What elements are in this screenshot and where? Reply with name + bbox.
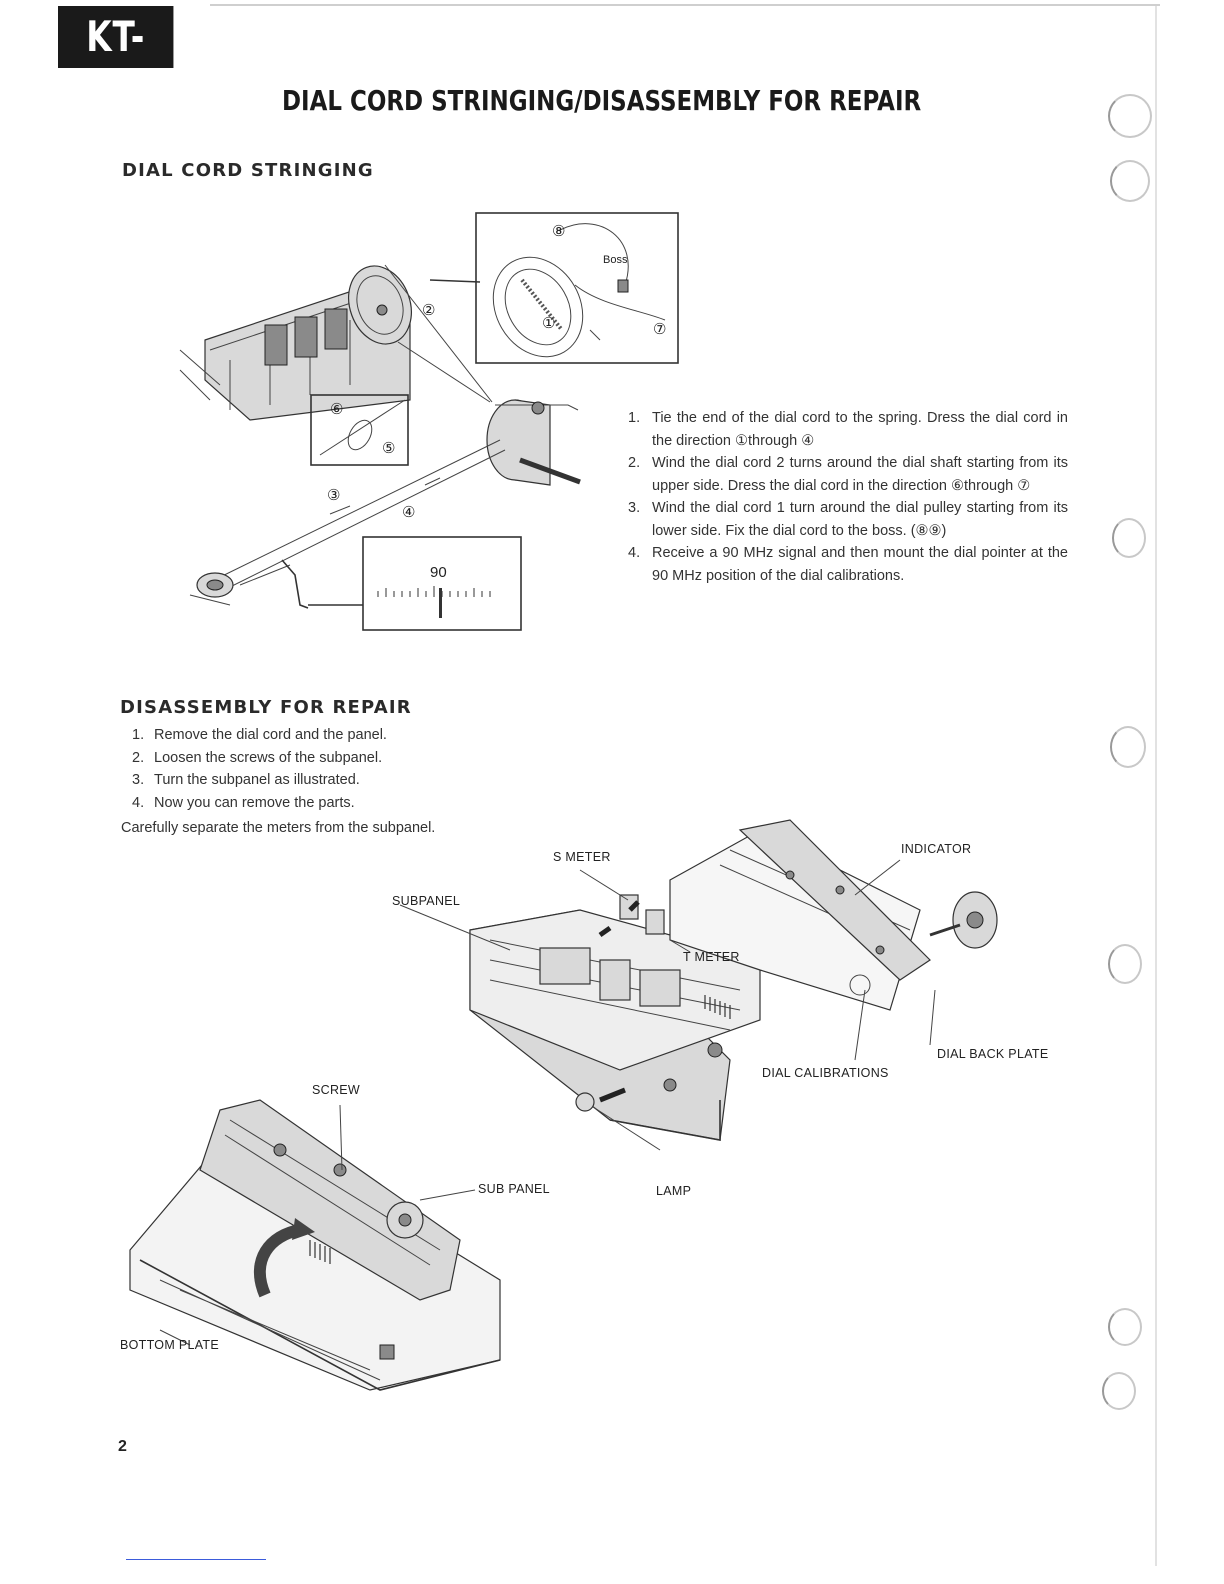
stringing-heading: DIAL CORD STRINGING bbox=[122, 160, 374, 181]
t-meter-label: T METER bbox=[683, 950, 740, 964]
dial-scale-inset bbox=[362, 536, 522, 631]
cord-direction-inset bbox=[310, 394, 409, 466]
svg-text:⑥: ⑥ bbox=[330, 401, 343, 418]
svg-text:⑤: ⑤ bbox=[382, 440, 395, 457]
page-number: 2 bbox=[118, 1438, 127, 1455]
dial-cord-diagram: Boss ⑧ ① ⑦ ② ⑥ ⑤ ③ ④ 90 bbox=[179, 212, 679, 631]
repair-steps: 1.Remove the dial cord and the panel. 2.… bbox=[132, 724, 387, 814]
svg-text:①: ① bbox=[542, 315, 555, 332]
svg-text:⑦: ⑦ bbox=[653, 321, 666, 338]
lamp-label: LAMP bbox=[656, 1184, 692, 1198]
binder-hole bbox=[1108, 1308, 1142, 1346]
repair-note: Carefully separate the meters from the s… bbox=[121, 820, 436, 836]
repair-step: 3.Turn the subpanel as illustrated. bbox=[132, 772, 360, 788]
svg-text:③: ③ bbox=[327, 487, 340, 504]
repair-step: 2.Loosen the screws of the subpanel. bbox=[132, 749, 383, 766]
stringing-steps: 1.Tie the end of the dial cord to the sp… bbox=[628, 407, 1068, 587]
stringing-step: 3.Wind the dial cord 1 turn around the d… bbox=[628, 500, 1068, 539]
svg-text:⑧: ⑧ bbox=[552, 223, 565, 240]
exploded-view-diagram bbox=[399, 819, 998, 1151]
subpanel-label: SUBPANEL bbox=[392, 894, 461, 908]
binder-hole bbox=[1110, 726, 1146, 768]
binder-hole bbox=[1112, 518, 1146, 558]
right-rule bbox=[1155, 6, 1157, 1566]
repair-step: 1.Remove the dial cord and the panel. bbox=[132, 727, 387, 743]
dial-back-plate-label: DIAL BACK PLATE bbox=[937, 1047, 1049, 1061]
top-rule bbox=[210, 4, 1160, 6]
stringing-step: 1.Tie the end of the dial cord to the sp… bbox=[628, 410, 1068, 449]
bottom-plate-label: BOTTOM PLATE bbox=[120, 1338, 219, 1352]
svg-text:④: ④ bbox=[402, 504, 415, 521]
footer-rule bbox=[126, 1559, 266, 1560]
binder-hole bbox=[1108, 944, 1142, 984]
subpanel-turn-diagram bbox=[129, 1099, 501, 1391]
dial-calibrations-label: DIAL CALIBRATIONS bbox=[762, 1066, 889, 1080]
repair-heading: DISASSEMBLY FOR REPAIR bbox=[120, 697, 412, 718]
page-title: DIAL CORD STRINGING/DISASSEMBLY FOR REPA… bbox=[282, 84, 922, 117]
stringing-step: 4.Receive a 90 MHz signal and then mount… bbox=[628, 545, 1068, 584]
binder-hole bbox=[1110, 160, 1150, 202]
indicator-label: INDICATOR bbox=[901, 842, 972, 856]
sub-panel-label: SUB PANEL bbox=[478, 1182, 550, 1196]
binder-hole bbox=[1108, 94, 1152, 138]
svg-text:②: ② bbox=[422, 302, 435, 319]
boss-inset-box bbox=[475, 212, 679, 364]
screw-label: SCREW bbox=[312, 1083, 361, 1097]
dial-number: 90 bbox=[430, 564, 447, 581]
model-badge: KT-1000 bbox=[58, 6, 174, 123]
stringing-step: 2.Wind the dial cord 2 turns around the … bbox=[628, 455, 1068, 494]
s-meter-label: S METER bbox=[553, 850, 611, 864]
repair-step: 4.Now you can remove the parts. bbox=[132, 794, 355, 811]
binder-hole bbox=[1102, 1372, 1136, 1410]
boss-label: Boss bbox=[603, 254, 628, 266]
